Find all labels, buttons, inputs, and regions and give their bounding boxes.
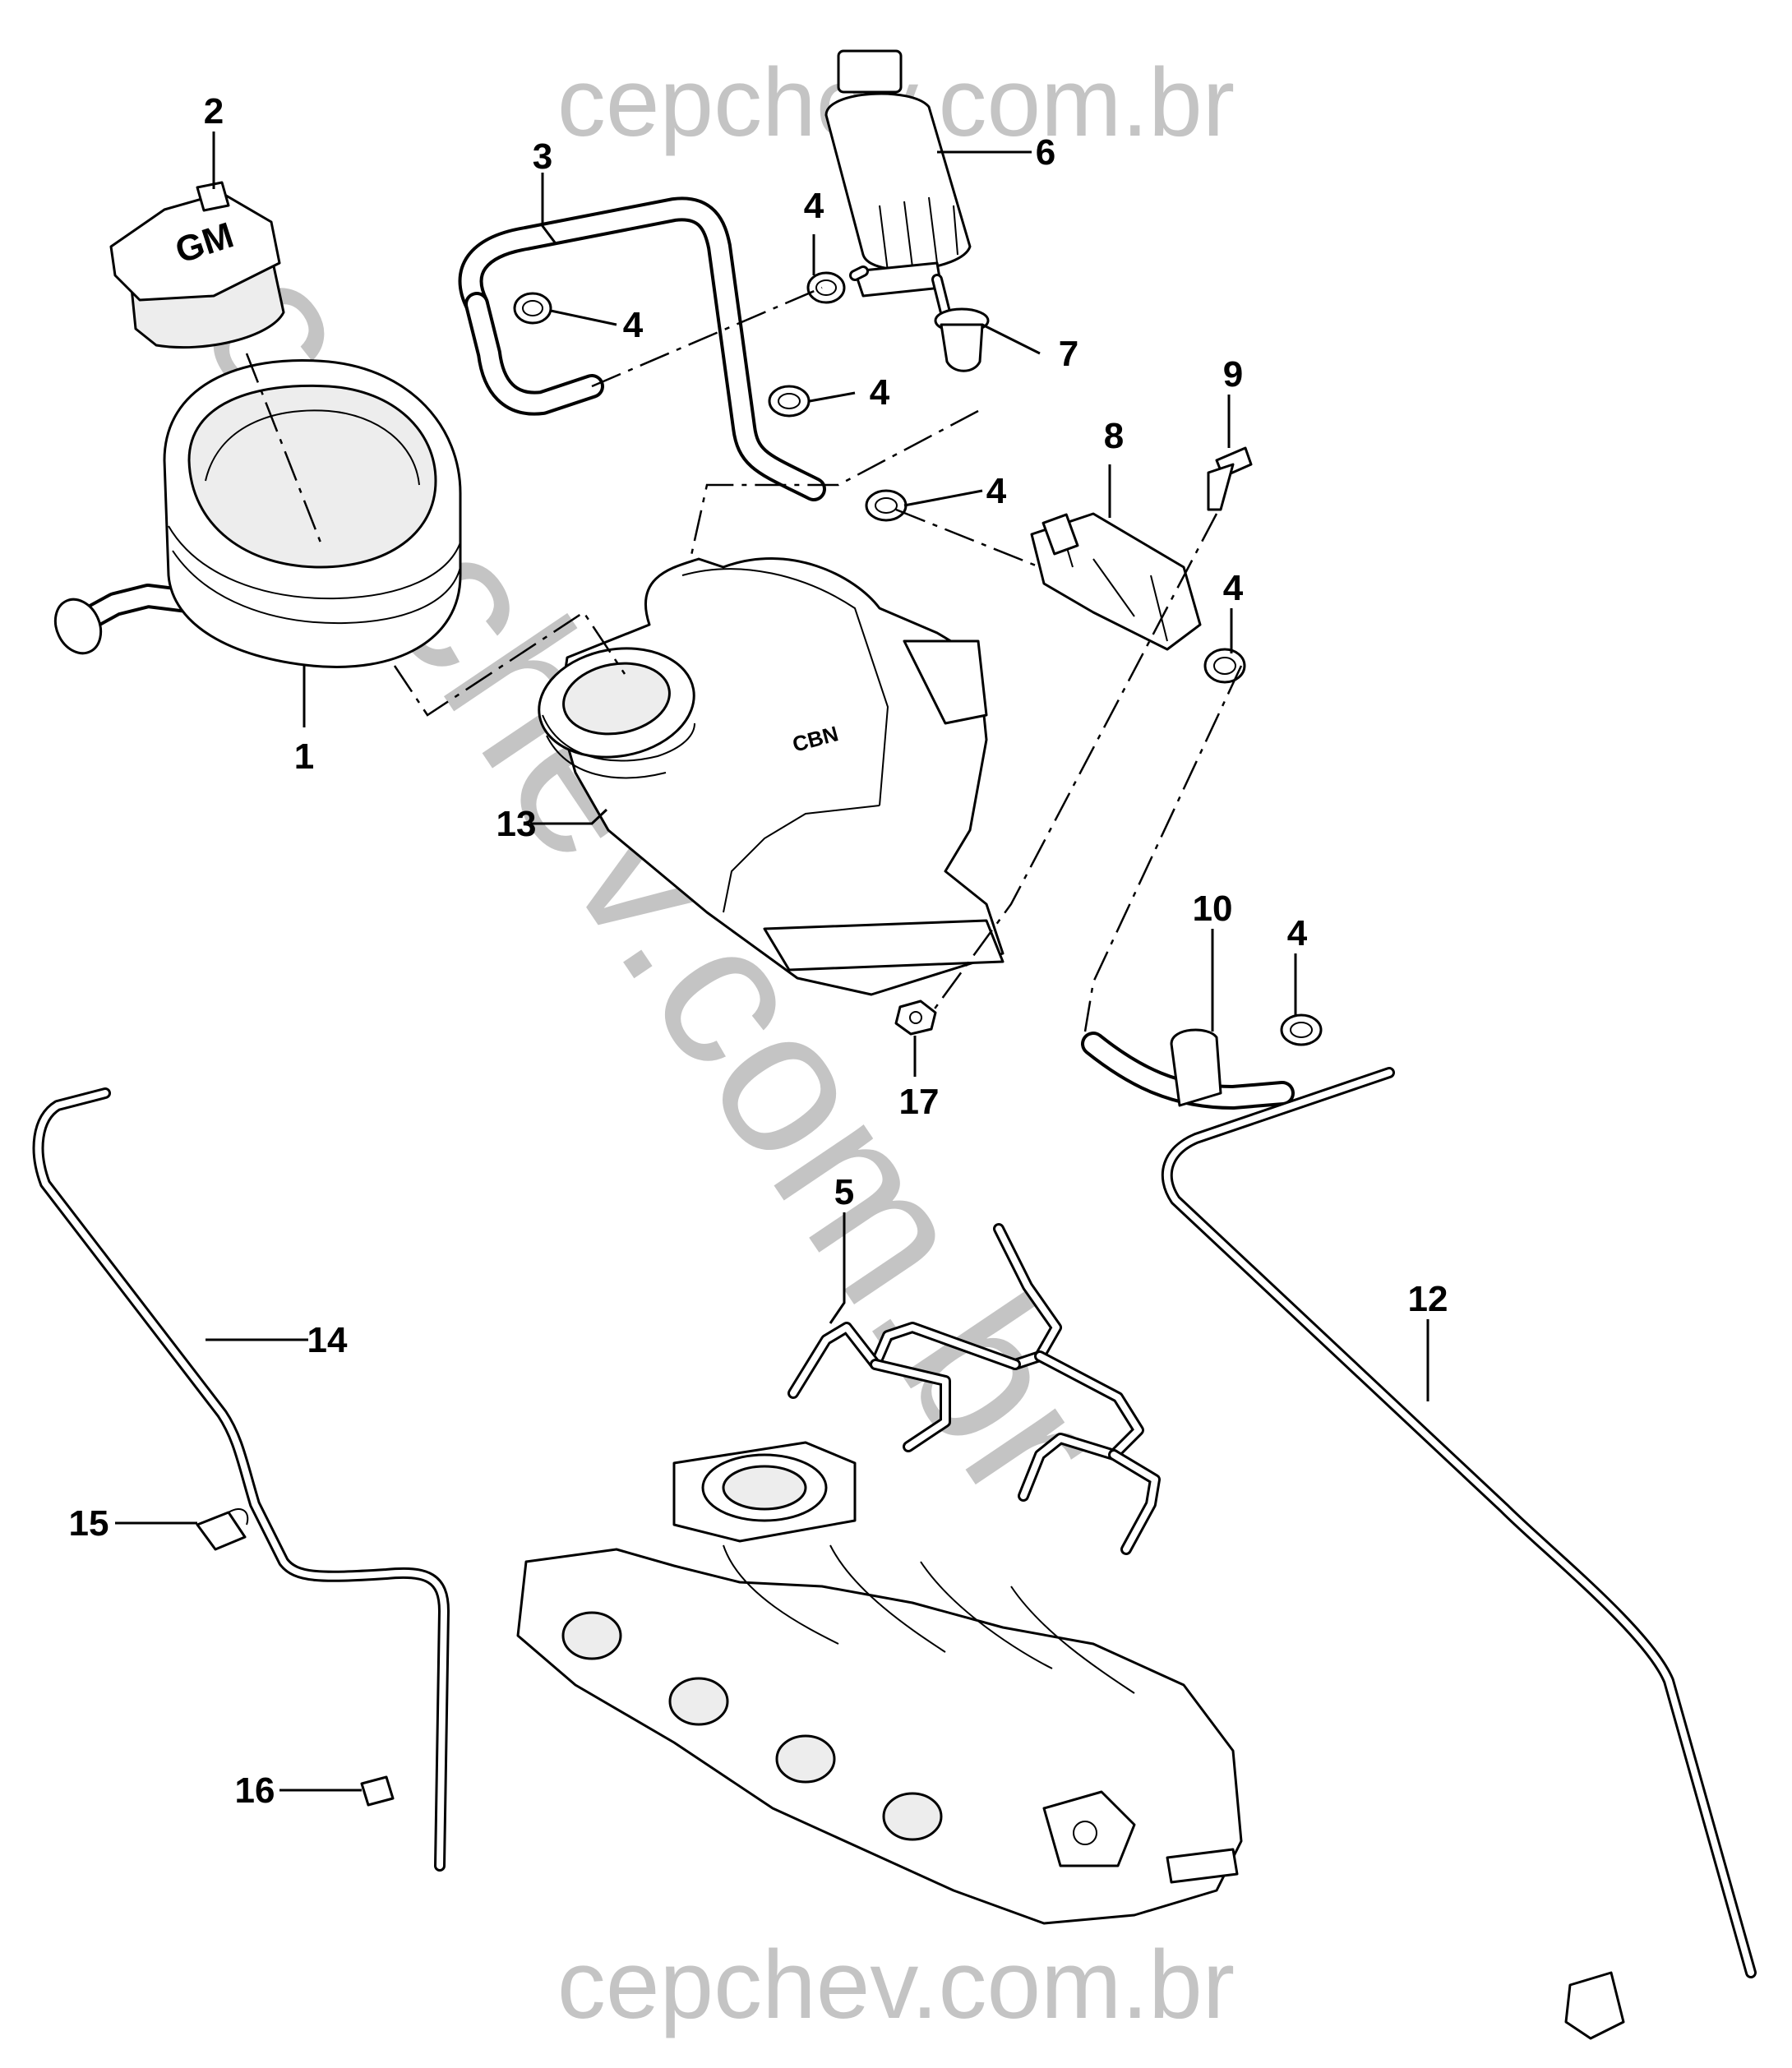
washer-line-long — [1161, 1067, 1757, 2040]
washer-pump — [824, 49, 972, 318]
callout-1: 1 — [294, 736, 314, 777]
callout-7: 7 — [1059, 334, 1078, 374]
callout-2: 2 — [204, 91, 224, 132]
line-clip-lower — [360, 1775, 395, 1807]
hose-clamp — [806, 271, 846, 304]
hose-clamp — [1203, 648, 1246, 684]
nozzle-line-set — [787, 1223, 1161, 1555]
callout-4e: 4 — [1223, 568, 1244, 608]
hose-grommet — [1081, 1028, 1295, 1110]
callout-13: 13 — [496, 804, 537, 844]
callout-4c: 4 — [870, 372, 890, 413]
callout-17: 17 — [899, 1082, 940, 1122]
callout-16: 16 — [235, 1770, 275, 1811]
line-clip-upper — [196, 1508, 249, 1551]
callout-leaders — [115, 132, 1429, 1792]
callout-labels: 2 3 6 4 4 7 4 4 8 9 4 1 13 17 10 4 5 12 … — [69, 91, 1448, 1811]
callout-12: 12 — [1408, 1279, 1448, 1319]
hose-clamps — [513, 271, 1323, 1046]
hose-clamp — [513, 292, 552, 325]
callout-14: 14 — [307, 1320, 348, 1360]
callout-6: 6 — [1036, 132, 1055, 173]
reservoir-cap: GM — [109, 181, 285, 349]
callout-4b: 4 — [623, 305, 644, 345]
pump-grommet — [934, 307, 990, 372]
filler-neck-housing: CBN — [538, 557, 1005, 996]
hose-clamp — [768, 385, 811, 418]
vent-hose — [458, 196, 826, 501]
callout-5: 5 — [834, 1172, 854, 1212]
watermark-bottom: cepchev.com.br — [557, 1931, 1235, 2039]
callout-3: 3 — [533, 136, 552, 177]
callout-4a: 4 — [804, 186, 824, 226]
callout-4d: 4 — [986, 471, 1007, 511]
callout-8: 8 — [1104, 416, 1124, 456]
coolant-reservoir — [53, 359, 462, 668]
pump-bracket — [1030, 512, 1202, 651]
callout-9: 9 — [1223, 354, 1243, 395]
washer-line-left — [32, 1087, 450, 1872]
intake-manifold — [516, 1441, 1243, 1925]
callout-15: 15 — [69, 1503, 109, 1544]
hex-nut — [894, 999, 937, 1036]
callout-4f: 4 — [1287, 913, 1308, 953]
mounting-bolt — [1207, 446, 1253, 511]
hose-clamp — [1280, 1013, 1323, 1046]
callout-10: 10 — [1193, 889, 1233, 929]
hose-clamp — [865, 489, 908, 522]
assembly-dash-lines — [245, 286, 1243, 1032]
